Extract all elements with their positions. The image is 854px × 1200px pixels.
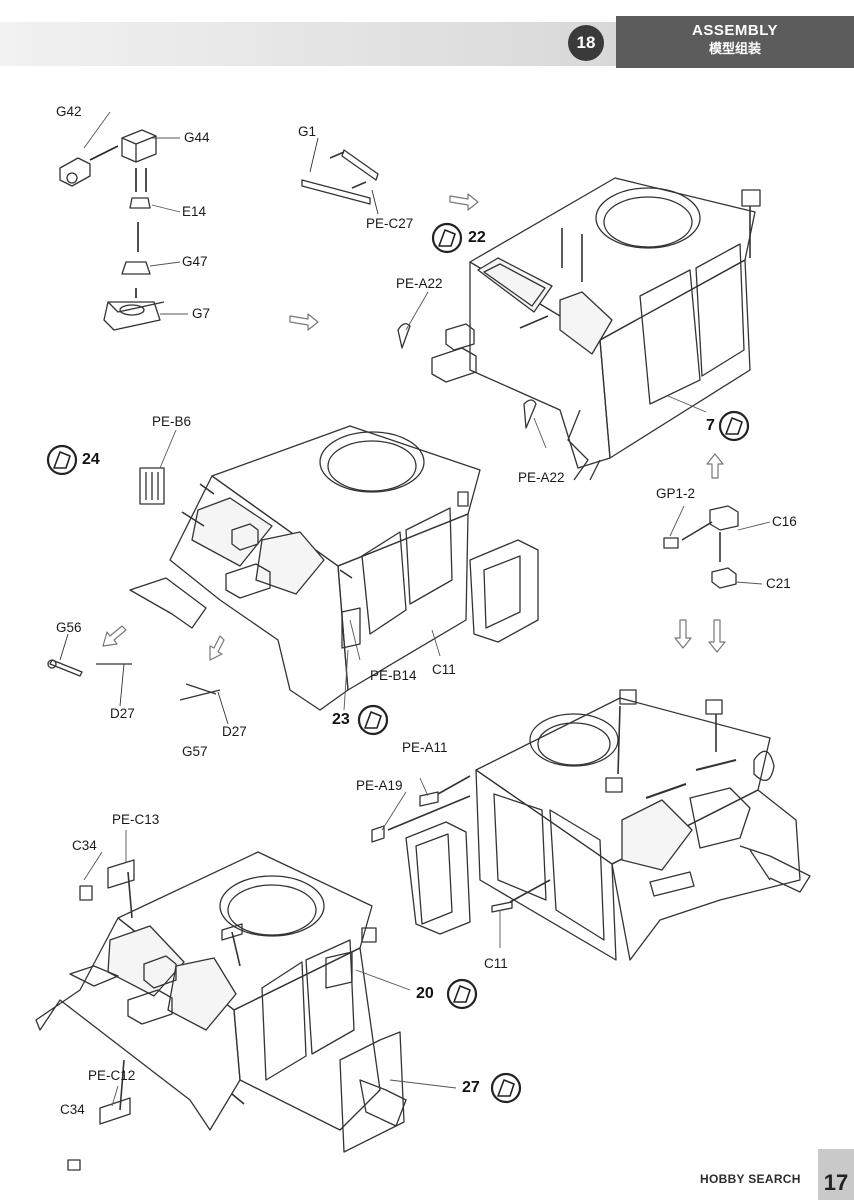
label-c11-lower: C11	[484, 956, 508, 971]
label-pe-b14: PE-B14	[370, 668, 417, 683]
label-pe-a11: PE-A11	[402, 740, 448, 755]
header-subtitle: 模型组装	[708, 41, 761, 56]
watermark: HOBBY SEARCH	[700, 1172, 801, 1186]
step-24-number: 24	[82, 451, 100, 468]
label-g1: G1	[298, 124, 317, 139]
g1-part	[301, 137, 379, 215]
label-pe-a22-top: PE-A22	[396, 276, 443, 291]
vehicle-cab-step24	[129, 425, 539, 711]
step-symbols	[46, 222, 750, 1104]
label-g47: G47	[182, 254, 208, 269]
label-g7: G7	[192, 306, 211, 321]
vehicle-cab-step-lower-right	[371, 689, 811, 961]
label-pe-a19: PE-A19	[356, 778, 403, 793]
page-number: 17	[818, 1149, 854, 1200]
label-e14: E14	[182, 204, 207, 219]
label-c11-mid: C11	[432, 662, 456, 677]
label-c34-bottom: C34	[60, 1102, 85, 1117]
label-g44: G44	[184, 130, 210, 145]
step-badge: 18	[568, 25, 604, 61]
step-27-number: 27	[462, 1079, 480, 1096]
label-pe-b6: PE-B6	[152, 414, 192, 429]
step-22-number: 22	[468, 229, 486, 246]
label-g42: G42	[56, 104, 82, 119]
label-pe-a22-bottom: PE-A22	[518, 470, 565, 485]
light-parts	[663, 505, 739, 589]
vehicle-cab-step22	[397, 177, 761, 481]
leader-lines	[83, 291, 771, 1107]
label-c21: C21	[766, 576, 791, 591]
direction-arrows	[102, 193, 726, 661]
label-c34-top: C34	[72, 838, 97, 853]
label-c16: C16	[772, 514, 797, 529]
header-title: ASSEMBLY	[692, 22, 778, 39]
label-d27-right: D27	[222, 724, 247, 739]
small-parts-stack	[59, 111, 188, 331]
rod-parts	[47, 633, 229, 725]
step-7-number: 7	[706, 417, 715, 434]
vehicle-cab-step20	[35, 851, 407, 1171]
header-title-box: ASSEMBLY 模型组装	[616, 16, 854, 68]
label-g57: G57	[182, 744, 208, 759]
label-pe-c12: PE-C12	[88, 1068, 136, 1083]
label-pe-c13: PE-C13	[112, 812, 160, 827]
label-g56: G56	[56, 620, 82, 635]
label-pe-c27: PE-C27	[366, 216, 414, 231]
label-gp1-2: GP1-2	[656, 486, 696, 501]
step-23-number: 23	[332, 711, 350, 728]
label-d27-left: D27	[110, 706, 135, 721]
step-20-number: 20	[416, 985, 434, 1002]
